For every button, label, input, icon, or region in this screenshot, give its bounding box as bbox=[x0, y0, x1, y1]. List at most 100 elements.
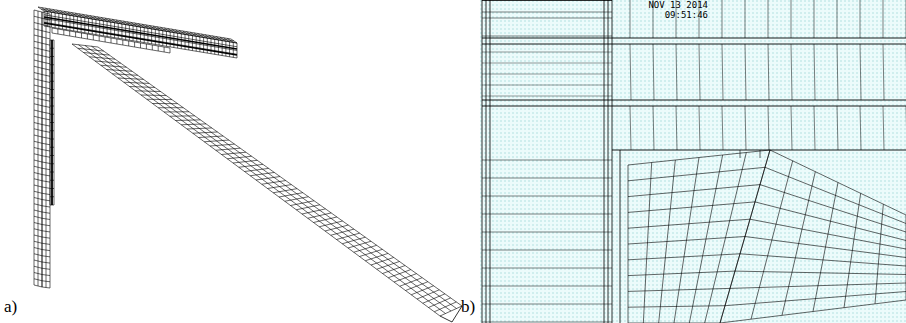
mesh-line bbox=[44, 22, 237, 54]
mesh-line bbox=[42, 281, 50, 282]
mesh-edge bbox=[620, 150, 621, 323]
mesh-line bbox=[34, 54, 42, 56]
mesh-line bbox=[34, 241, 42, 243]
mesh-line bbox=[34, 129, 42, 131]
mesh-line bbox=[331, 229, 354, 235]
mesh-line bbox=[42, 187, 50, 188]
mesh-edge bbox=[699, 106, 700, 150]
mesh-line bbox=[42, 243, 50, 244]
mesh-edge bbox=[482, 250, 612, 251]
mesh-edge bbox=[791, 0, 792, 38]
mesh-edge bbox=[482, 178, 612, 179]
mesh-edge bbox=[630, 44, 631, 100]
mesh-line bbox=[42, 162, 50, 163]
mesh-line bbox=[34, 185, 42, 187]
mesh-grid bbox=[42, 12, 50, 288]
mesh-line bbox=[735, 271, 906, 274]
mesh-edge bbox=[482, 96, 612, 97]
mesh-edge bbox=[482, 44, 906, 45]
mesh-line bbox=[78, 48, 104, 51]
mesh-line bbox=[34, 23, 42, 25]
mesh-line bbox=[628, 219, 750, 228]
mesh-line bbox=[170, 48, 171, 53]
mesh-line bbox=[42, 250, 50, 251]
mesh-line bbox=[245, 168, 269, 171]
mesh-line bbox=[42, 106, 50, 108]
mesh-line bbox=[34, 235, 42, 237]
mesh-3d-view bbox=[34, 7, 462, 322]
mesh-edge bbox=[612, 150, 906, 151]
mesh-line bbox=[158, 46, 159, 51]
mesh-line bbox=[42, 168, 50, 169]
mesh-edge bbox=[883, 0, 884, 38]
mesh-line bbox=[95, 61, 121, 63]
mesh-edge bbox=[768, 44, 769, 100]
mesh-line bbox=[628, 167, 765, 181]
mesh-grid bbox=[44, 11, 237, 58]
mesh-line bbox=[34, 91, 42, 93]
mesh-line bbox=[34, 48, 42, 50]
mesh-line bbox=[42, 31, 50, 33]
mesh-line bbox=[164, 47, 165, 52]
mesh-line bbox=[134, 42, 135, 47]
mesh-line bbox=[141, 95, 166, 97]
mesh-line bbox=[89, 57, 115, 59]
mesh-line bbox=[273, 189, 297, 193]
mesh-edge bbox=[630, 0, 631, 38]
mesh-edge bbox=[745, 0, 746, 38]
mesh-grid bbox=[52, 28, 170, 53]
mesh-line bbox=[760, 185, 906, 232]
mesh-edge bbox=[486, 0, 487, 323]
mesh-edge bbox=[814, 44, 815, 100]
mesh-edge bbox=[745, 44, 746, 100]
mesh-edge bbox=[604, 0, 605, 323]
mesh-edge bbox=[440, 306, 462, 322]
mesh-line bbox=[98, 47, 462, 306]
mesh-line bbox=[348, 241, 371, 248]
mesh-edge bbox=[482, 63, 612, 64]
mesh-line bbox=[308, 213, 331, 218]
mesh-line bbox=[233, 160, 257, 163]
mesh-edge bbox=[814, 0, 815, 38]
mesh-line bbox=[75, 32, 76, 37]
mesh-line bbox=[394, 274, 417, 282]
mesh-line bbox=[628, 202, 755, 213]
mesh-line bbox=[42, 218, 50, 219]
mesh-line bbox=[291, 201, 315, 206]
mesh-edge bbox=[482, 0, 612, 1]
mesh-line bbox=[122, 40, 123, 45]
mesh-line bbox=[34, 198, 42, 200]
mesh-edge bbox=[612, 0, 613, 323]
mesh-line bbox=[745, 237, 906, 258]
mesh-line bbox=[296, 205, 320, 210]
mesh-line bbox=[158, 107, 183, 108]
mesh-edge bbox=[676, 106, 677, 150]
mesh-line bbox=[152, 45, 153, 50]
mesh-grid bbox=[72, 44, 462, 316]
mesh-line bbox=[34, 141, 42, 143]
mesh-edge bbox=[482, 38, 906, 39]
mesh-edge bbox=[722, 0, 723, 38]
mesh-line bbox=[147, 99, 172, 100]
mesh-edge bbox=[482, 0, 612, 1]
mesh-line bbox=[44, 19, 237, 51]
mesh-line bbox=[101, 65, 127, 67]
mesh-line bbox=[153, 103, 178, 104]
mesh-line bbox=[285, 197, 309, 202]
mesh-line bbox=[34, 248, 42, 250]
mesh-line bbox=[34, 29, 42, 31]
mesh-line bbox=[34, 135, 42, 137]
panel-label: b) bbox=[461, 298, 475, 315]
mesh-edge bbox=[482, 0, 612, 1]
mesh-line bbox=[337, 233, 360, 239]
mesh-line bbox=[34, 66, 42, 68]
mesh-line bbox=[239, 164, 263, 167]
mesh-ground bbox=[480, 0, 906, 323]
mesh-line bbox=[42, 268, 50, 269]
mesh-line bbox=[204, 140, 229, 142]
mesh-edge bbox=[482, 0, 483, 323]
mesh-edge bbox=[482, 214, 612, 215]
mesh-line bbox=[302, 209, 326, 214]
mesh-line bbox=[740, 254, 906, 266]
